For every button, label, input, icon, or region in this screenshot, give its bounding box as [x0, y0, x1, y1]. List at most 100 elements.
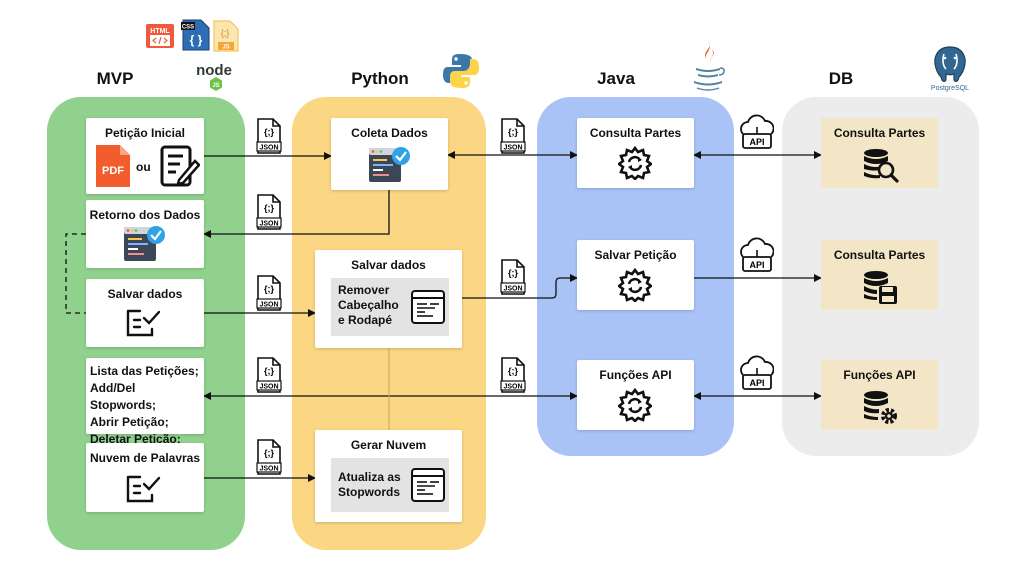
card-title: Consulta Partes [833, 248, 926, 262]
json-file-icon: {;} JSON [500, 259, 526, 295]
atualiza-box: Atualiza as Stopwords [331, 458, 449, 512]
lista-item: Deletar Petição; [90, 432, 181, 446]
json-file-icon: {;} JSON [256, 357, 282, 393]
card-title: Nuvem de Palavras [89, 451, 201, 465]
nodejs-logo-text: node [196, 62, 232, 79]
remover-box: Remover Cabeçalho e Rodapé [331, 278, 449, 336]
js-logo-text: JS [222, 45, 229, 51]
remover-line: e Rodapé [338, 313, 393, 327]
json-label: JSON [503, 145, 522, 152]
lane-title-db: DB [828, 69, 854, 88]
card-retorno-dados: Retorno dos Dados [86, 200, 204, 268]
lista-item: Abrir Petição; [90, 415, 169, 429]
card-java-salvar: Salvar Petição [577, 240, 694, 310]
json-symbol: {;} [264, 366, 274, 376]
json-label: JSON [259, 302, 278, 309]
card-title: Consulta Partes [833, 126, 926, 140]
css-logo-icon: CSS { } [181, 19, 210, 51]
svg-text:{ }: { } [190, 33, 203, 47]
json-file-icon: {;} JSON [500, 118, 526, 154]
code-window-icon [411, 290, 445, 324]
api-label: API [749, 378, 764, 388]
json-file-icon: {;} JSON [256, 275, 282, 311]
cloud-api-icon: API [740, 355, 775, 390]
svg-text:JS: JS [212, 83, 219, 89]
atualiza-line: Atualiza as [338, 470, 401, 484]
json-file-icon: {;} JSON [256, 194, 282, 230]
card-peticao-inicial: Petição Inicial PDF ou [86, 118, 204, 194]
dashed-retorno-salvar [65, 233, 86, 314]
api-label: API [749, 260, 764, 270]
card-title: Salvar dados [107, 287, 183, 301]
code-window-check-icon [369, 147, 410, 182]
card-title: Retorno dos Dados [89, 208, 201, 222]
lane-title-mvp: MVP [96, 69, 134, 88]
card-lista-peticoes: Lista das Petições; Add/Del Stopwords; A… [86, 358, 204, 446]
lista-item: Lista das Petições; [90, 364, 199, 378]
api-badge-3: API [740, 355, 775, 393]
remover-text: Remover Cabeçalho e Rodapé [338, 283, 399, 328]
arrow-coleta-retorno [203, 190, 390, 238]
json-symbol: {;} [264, 127, 274, 137]
card-title: Funções API [843, 368, 916, 382]
postgresql-logo-icon: PostgreSQL [931, 46, 969, 92]
lista-item: Add/Del Stopwords; [90, 381, 156, 412]
json-badge-8: {;} JSON [500, 357, 526, 393]
api-badge-2: API [740, 237, 775, 275]
arrow-salvar-java [462, 274, 578, 299]
python-logo-icon [443, 54, 479, 88]
card-db-funcoes: Funções API [821, 360, 938, 430]
css-logo-text: CSS [182, 25, 194, 31]
form-check-icon [126, 309, 161, 337]
card-gerar-nuvem: Gerar Nuvem Atualiza as Stopwords [315, 430, 462, 522]
card-coleta-dados: Coleta Dados [331, 118, 448, 190]
json-symbol: {;} [264, 284, 274, 294]
json-badge-5: {;} JSON [256, 439, 282, 475]
card-title: Funções API [599, 368, 672, 382]
card-db-consulta-1: Consulta Partes [821, 118, 938, 188]
card-java-funcoes: Funções API [577, 360, 694, 430]
card-title: Consulta Partes [589, 126, 682, 140]
json-badge-1: {;} JSON [256, 118, 282, 154]
card-title: Salvar dados [351, 258, 426, 272]
gear-sync-icon [618, 388, 652, 422]
card-title: Coleta Dados [351, 126, 428, 140]
lane-title-java: Java [597, 69, 635, 88]
pdf-icon: PDF [96, 145, 130, 187]
cloud-api-icon: API [740, 237, 775, 272]
card-title: Salvar Petição [594, 248, 677, 262]
form-edit-icon [160, 145, 200, 187]
js-logo-icon: {;} JS [213, 20, 239, 52]
json-badge-6: {;} JSON [500, 118, 526, 154]
card-salvar-dados-mvp: Salvar dados [86, 279, 204, 347]
json-badge-7: {;} JSON [500, 259, 526, 295]
json-symbol: {;} [508, 127, 518, 137]
database-settings-icon [864, 391, 897, 424]
json-symbol: {;} [264, 448, 274, 458]
json-label: JSON [259, 384, 278, 391]
json-file-icon: {;} JSON [500, 357, 526, 393]
json-file-icon: {;} JSON [256, 439, 282, 475]
json-symbol: {;} [508, 366, 518, 376]
json-file-icon: {;} JSON [256, 118, 282, 154]
json-label: JSON [259, 145, 278, 152]
code-window-icon [411, 468, 445, 502]
code-window-check-icon [124, 226, 165, 261]
atualiza-line: Stopwords [338, 485, 400, 499]
ou-label: ou [136, 160, 151, 174]
card-title: Petição Inicial [104, 126, 186, 140]
card-db-consulta-2: Consulta Partes [821, 240, 938, 310]
remover-line: Remover [338, 283, 390, 297]
lista-acoes: Lista das Petições; Add/Del Stopwords; A… [90, 363, 204, 448]
nodejs-logo-icon: node JS [196, 62, 232, 91]
svg-text:{;}: {;} [221, 28, 230, 38]
pdf-text: PDF [102, 165, 124, 177]
gear-sync-icon [618, 268, 652, 302]
remover-line: Cabeçalho [338, 298, 399, 312]
json-label: JSON [259, 466, 278, 473]
database-search-icon [864, 149, 899, 183]
card-java-consulta: Consulta Partes [577, 118, 694, 188]
html-logo-icon: HTML [146, 24, 174, 48]
json-badge-3: {;} JSON [256, 275, 282, 311]
